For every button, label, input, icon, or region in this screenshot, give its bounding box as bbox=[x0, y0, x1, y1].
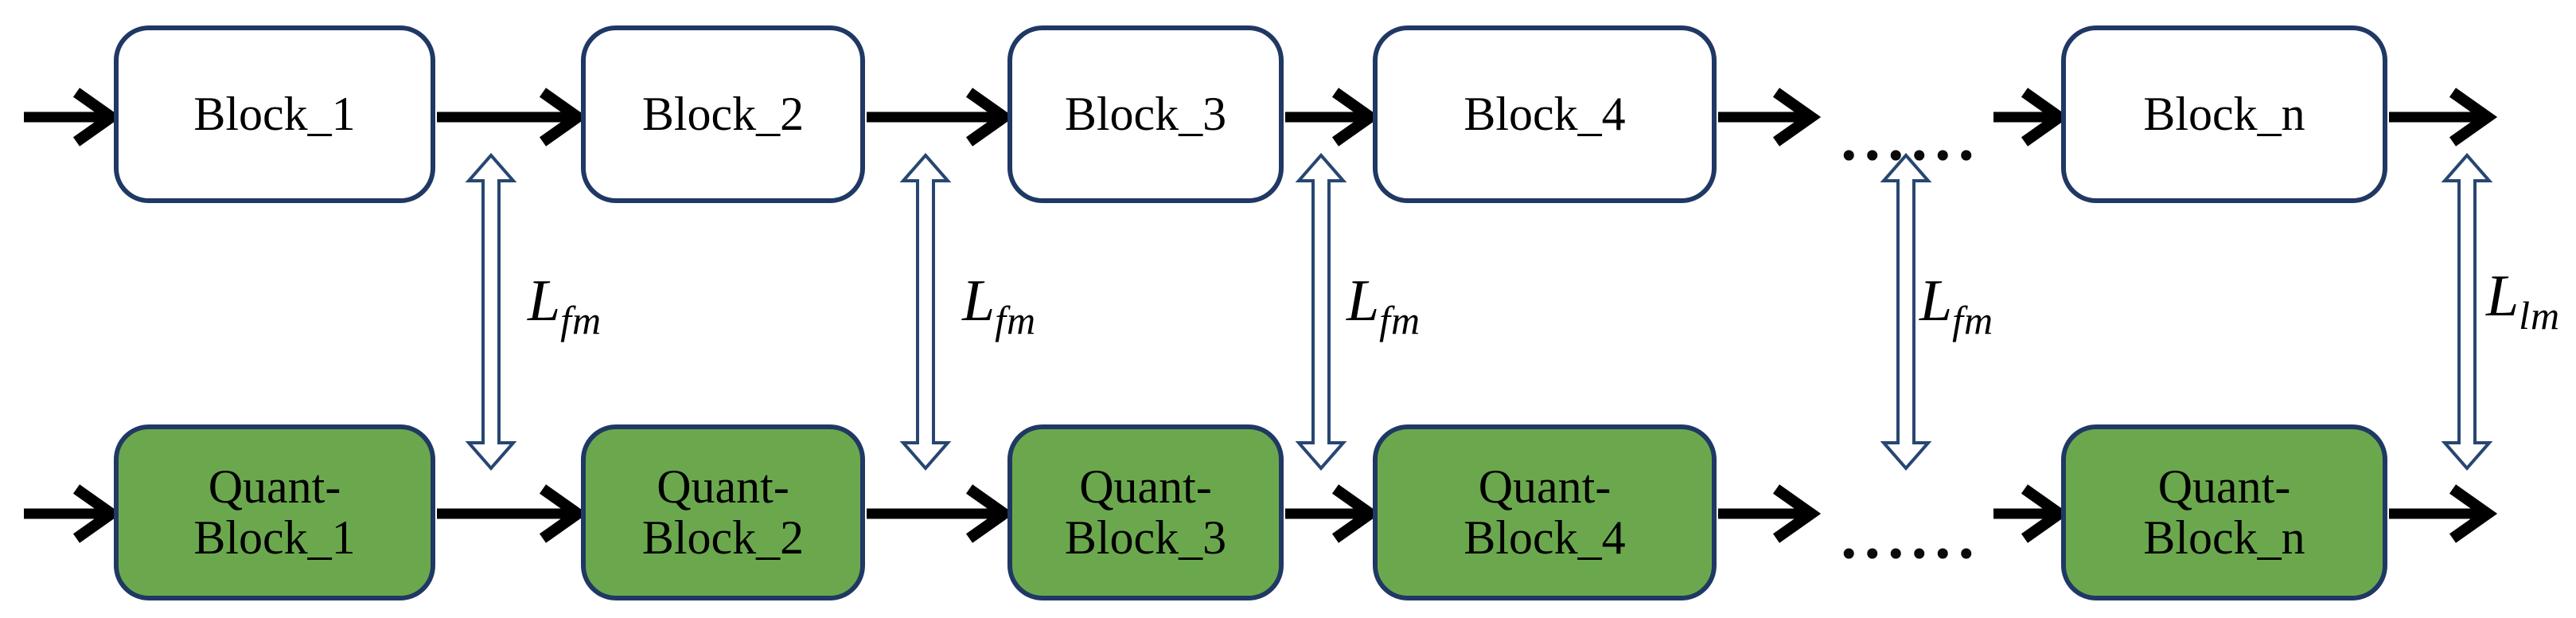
loss-label-sub: fm bbox=[560, 298, 602, 342]
block-2-label: Block_2 bbox=[641, 87, 805, 140]
flow-arrow-bottom-3-4 bbox=[1285, 484, 1381, 543]
flow-arrow-bottom-input bbox=[24, 484, 122, 543]
loss-double-arrow-4 bbox=[1880, 152, 1932, 471]
loss-double-arrow-5 bbox=[2441, 152, 2493, 471]
block-4: Block_4 bbox=[1373, 25, 1717, 203]
loss-double-arrow-3 bbox=[1295, 152, 1347, 471]
flow-arrow-top-3-4 bbox=[1285, 88, 1381, 147]
loss-label-main: L bbox=[962, 268, 996, 334]
flow-arrow-top-2-3 bbox=[867, 88, 1015, 147]
flow-arrow-bottom-2-3 bbox=[867, 484, 1015, 543]
quant-block-1-label-line2: Block_1 bbox=[193, 510, 356, 564]
quant-block-4: Quant- Block_4 bbox=[1373, 424, 1717, 600]
quant-block-3-label-line2: Block_3 bbox=[1064, 510, 1227, 564]
loss-label-fm-2: Lfm bbox=[962, 268, 1036, 342]
quant-block-n: Quant- Block_n bbox=[2061, 424, 2387, 600]
flow-arrow-top-output bbox=[2389, 88, 2498, 147]
top-row-ellipsis: ...... bbox=[1837, 81, 1979, 178]
loss-label-lm: Llm bbox=[2486, 263, 2560, 338]
quant-block-1-label-line1: Quant- bbox=[208, 460, 341, 513]
bottom-row-ellipsis: ...... bbox=[1837, 479, 1979, 577]
block-n: Block_n bbox=[2061, 25, 2387, 203]
block-4-label: Block_4 bbox=[1463, 87, 1626, 140]
quant-block-n-label-line1: Quant- bbox=[2157, 460, 2291, 513]
block-3-label: Block_3 bbox=[1064, 87, 1227, 140]
loss-label-fm-1: Lfm bbox=[528, 268, 602, 342]
flow-arrow-bottom-dots-n bbox=[1993, 484, 2070, 543]
flow-arrow-top-input bbox=[24, 88, 122, 147]
loss-label-sub: lm bbox=[2519, 293, 2561, 338]
block-1: Block_1 bbox=[114, 25, 435, 203]
flow-arrow-bottom-4-dots bbox=[1718, 484, 1822, 543]
quant-block-2: Quant- Block_2 bbox=[581, 424, 865, 600]
flow-arrow-top-4-dots bbox=[1718, 88, 1822, 147]
block-1-label: Block_1 bbox=[193, 87, 356, 140]
flow-arrow-bottom-1-2 bbox=[437, 484, 588, 543]
loss-label-sub: fm bbox=[1952, 298, 1994, 342]
loss-label-main: L bbox=[1919, 268, 1953, 334]
loss-label-sub: fm bbox=[995, 298, 1037, 342]
loss-label-fm-3: Lfm bbox=[1346, 268, 1421, 342]
loss-label-sub: fm bbox=[1379, 298, 1421, 342]
quant-block-1: Quant- Block_1 bbox=[114, 424, 435, 600]
loss-label-main: L bbox=[528, 268, 561, 334]
quant-block-2-label-line2: Block_2 bbox=[641, 510, 805, 564]
quant-block-2-label-line1: Quant- bbox=[657, 460, 789, 513]
flow-arrow-top-dots-n bbox=[1993, 88, 2070, 147]
block-2: Block_2 bbox=[581, 25, 865, 203]
block-n-label: Block_n bbox=[2143, 87, 2305, 140]
flow-arrow-top-1-2 bbox=[437, 88, 588, 147]
loss-double-arrow-1 bbox=[465, 152, 517, 471]
loss-double-arrow-2 bbox=[899, 152, 952, 471]
quant-block-4-label-line1: Quant- bbox=[1478, 460, 1611, 513]
quant-block-3: Quant- Block_3 bbox=[1007, 424, 1284, 600]
block-3: Block_3 bbox=[1007, 25, 1284, 203]
flow-arrow-bottom-output bbox=[2389, 484, 2498, 543]
loss-label-fm-4: Lfm bbox=[1919, 268, 1993, 342]
quant-block-n-label-line2: Block_n bbox=[2143, 510, 2305, 564]
quant-block-3-label-line1: Quant- bbox=[1079, 460, 1212, 513]
loss-label-main: L bbox=[2486, 264, 2519, 329]
quant-block-4-label-line2: Block_4 bbox=[1463, 510, 1626, 564]
loss-label-main: L bbox=[1346, 268, 1380, 334]
